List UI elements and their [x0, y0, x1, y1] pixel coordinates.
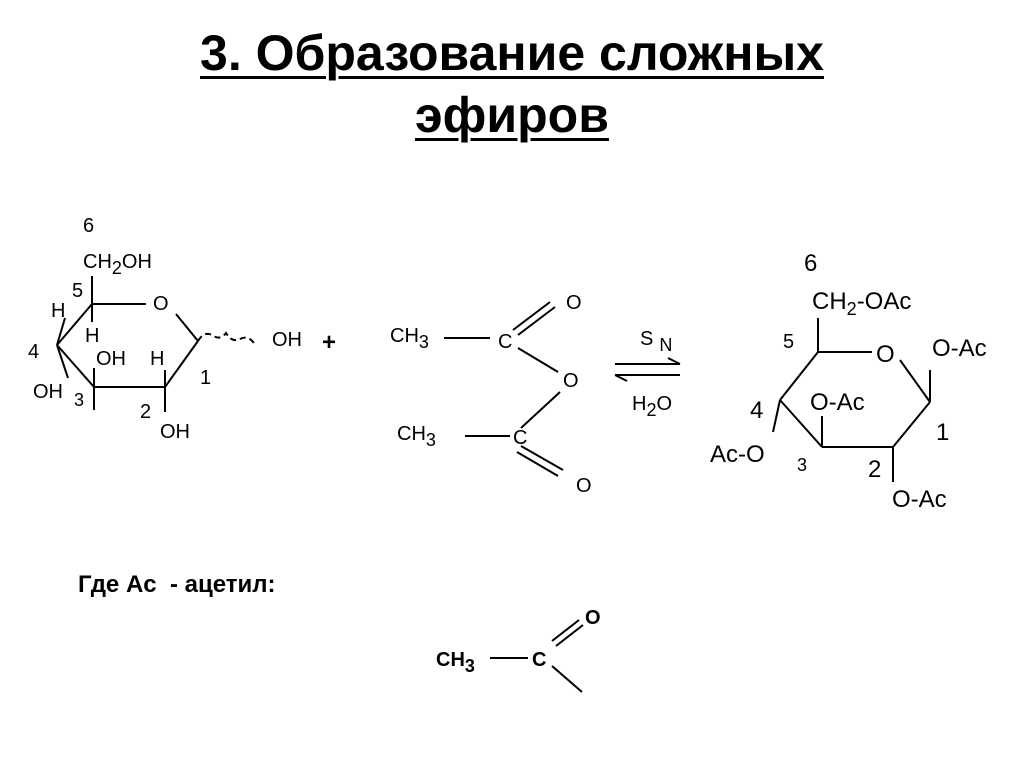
product-c1-oac: O-Ac: [932, 335, 987, 362]
product-c5-number: 5: [783, 331, 794, 353]
title-line-1: 3. Образование сложных: [200, 25, 824, 81]
acetyl-ch3: CH3: [436, 649, 475, 676]
product-c2-number: 2: [868, 456, 881, 483]
glucose-c4-h: H: [85, 325, 99, 347]
product-ring-oxygen: O: [876, 341, 895, 368]
pentaacetyl-glucose-structure: 6 CH2-OAc 5 O O-Ac O-Ac 4 Ac-O 3 1 2 O-A…: [710, 250, 987, 513]
glucose-c5-h: H: [51, 300, 65, 322]
glucose-ring-oxygen: O: [153, 293, 169, 315]
product-c6-label: CH2-OAc: [812, 288, 911, 319]
product-c3-oac: O-Ac: [810, 389, 865, 416]
anhydride-top-ch3: CH3: [390, 325, 429, 352]
glucose-c6-number: 6: [83, 215, 94, 237]
glucose-c3-number: 3: [74, 390, 84, 410]
acetyl-oxygen: O: [585, 607, 601, 629]
product-c6-number: 6: [804, 250, 817, 277]
glucose-c2-oh: OH: [160, 421, 190, 443]
glucose-c6-label: CH2OH: [83, 251, 152, 278]
condition-bottom: H2O: [632, 393, 672, 420]
product-c2-oac: O-Ac: [892, 486, 947, 513]
acetyl-definition-text: Где Ac - ацетил:: [78, 571, 276, 598]
glucose-c4-number: 4: [28, 341, 39, 363]
title-line-2: эфиров: [415, 87, 609, 143]
product-c3-number: 3: [797, 455, 807, 475]
glucose-c3-oh: OH: [96, 348, 126, 370]
plus-sign: +: [322, 329, 336, 356]
anhydride-bottom-oxygen: O: [576, 475, 592, 497]
slide-title: 3. Образование сложных эфиров: [0, 22, 1024, 146]
anhydride-top-carbon: C: [498, 331, 512, 353]
acetyl-carbon: C: [532, 649, 546, 671]
anhydride-bottom-ch3: CH3: [397, 423, 436, 450]
acetic-anhydride-structure: CH3 C O O CH3 C O: [390, 292, 592, 497]
anhydride-top-oxygen: O: [566, 292, 582, 314]
glucose-structure: 6 CH2OH 5 H O 4 H OH 3 OH H 2 OH 1 OH: [28, 215, 302, 443]
anhydride-bridge-oxygen: O: [563, 370, 579, 392]
product-c4-number: 4: [750, 397, 763, 424]
glucose-c5-number: 5: [72, 280, 83, 302]
product-c4-aco: Ac-O: [710, 441, 765, 468]
glucose-c2-h: H: [150, 348, 164, 370]
glucose-c4-oh: OH: [33, 381, 63, 403]
product-c1-number: 1: [936, 419, 949, 446]
glucose-c2-number: 2: [140, 401, 151, 423]
glucose-c1-number: 1: [200, 367, 211, 389]
anhydride-bottom-carbon: C: [513, 427, 527, 449]
glucose-c1-oh: OH: [272, 329, 302, 351]
acetyl-group-structure: CH3 C O: [436, 607, 601, 676]
